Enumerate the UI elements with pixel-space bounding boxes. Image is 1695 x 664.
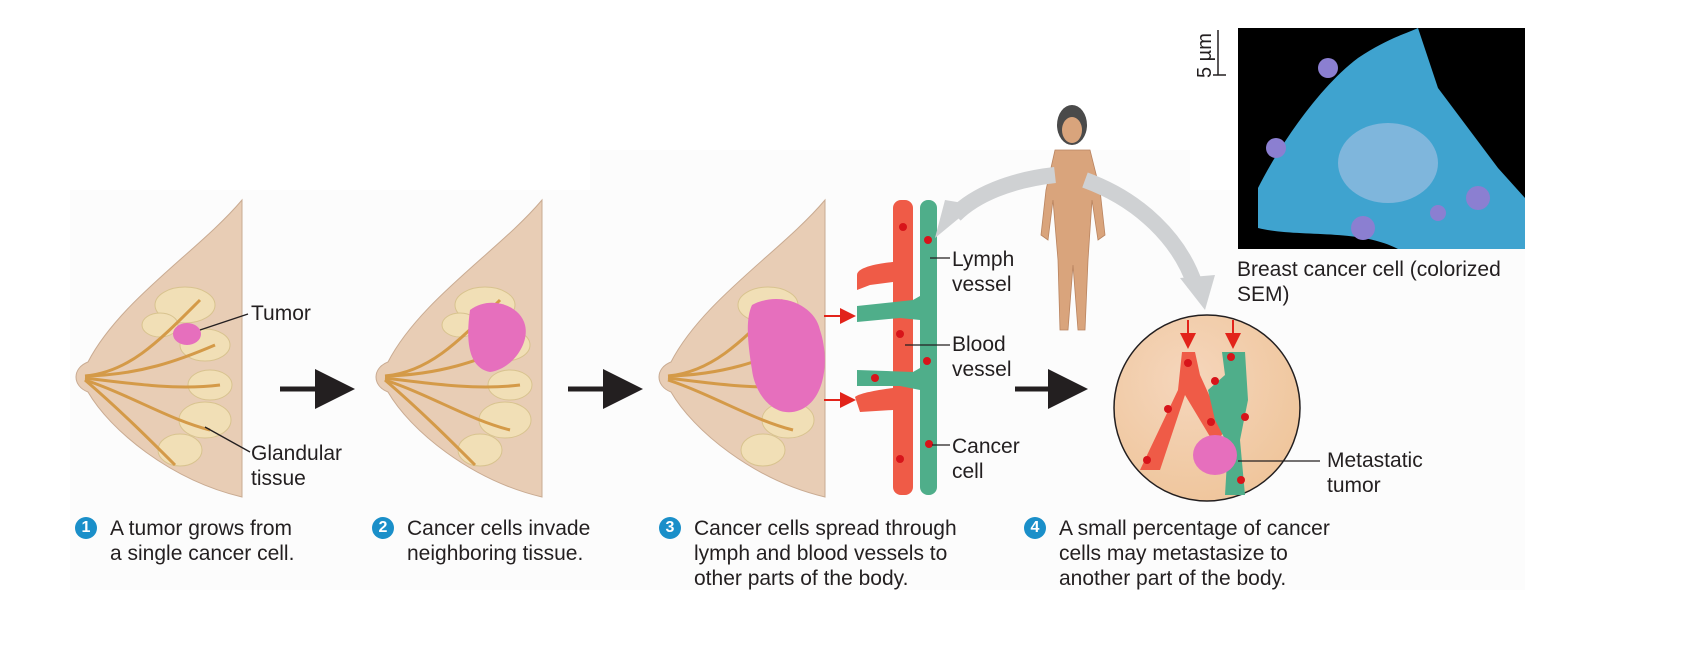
label-cancer-cell: Cancer cell [952, 435, 1020, 483]
breast-illustration-1 [75, 198, 251, 498]
metastasis-circle [1113, 314, 1320, 502]
step-text: A tumor grows from a single cancer cell. [110, 517, 295, 565]
sem-image [1238, 28, 1525, 249]
label-lymph-vessel: Lymph vessel [952, 248, 1015, 296]
step-badge: 1 [75, 517, 97, 539]
breast-illustration-3 [658, 198, 826, 498]
label-metastatic-tumor: Metastatic tumor [1327, 449, 1423, 497]
curved-arrow-to-metastasis [1082, 172, 1203, 288]
scale-bar-label: 5 µm [1194, 33, 1216, 78]
label-blood-vessel: Blood vessel [952, 333, 1012, 381]
label-tumor: Tumor [251, 302, 311, 325]
vessels [855, 200, 950, 495]
blood-vessel [893, 200, 913, 495]
step-text: Cancer cells invade neighboring tissue. [407, 517, 591, 565]
sem-caption: Breast cancer cell (colorized SEM) [1237, 258, 1501, 306]
breast-illustration-2 [375, 198, 543, 498]
tumor-mark [173, 323, 201, 345]
lymph-vessel [920, 200, 937, 495]
step-badge: 2 [372, 517, 394, 539]
step-badge: 3 [659, 517, 681, 539]
step-badge: 4 [1024, 517, 1046, 539]
step-text: A small percentage of cancer cells may m… [1059, 517, 1330, 590]
step-text: Cancer cells spread through lymph and bl… [694, 517, 957, 590]
label-glandular-tissue: Glandular tissue [251, 442, 343, 490]
human-figure [1040, 105, 1106, 331]
